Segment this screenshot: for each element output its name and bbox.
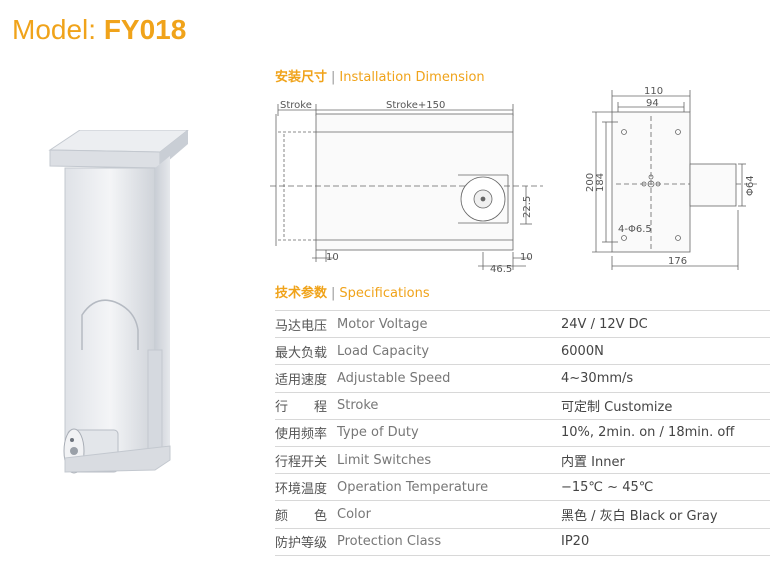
front-view-drawing: 110 94 200 184 4-Φ6.5 Φ64 176 — [585, 86, 760, 270]
spec-label-en: Color — [337, 500, 561, 528]
dim-10-right: 10 — [520, 252, 533, 263]
spec-label-cn: 使用频率 — [275, 418, 337, 447]
spec-value: 4~30mm/s — [561, 364, 770, 393]
dim-stroke-150: Stroke+150 — [386, 100, 445, 111]
dim-holes: 4-Φ6.5 — [618, 224, 652, 235]
spec-label-cn: 行程开关 — [275, 445, 337, 474]
installation-heading-en: Installation Dimension — [339, 70, 485, 85]
model-title: Model: FY018 — [12, 14, 186, 46]
dim-stroke: Stroke — [280, 100, 312, 111]
spec-label-en: Stroke — [337, 391, 561, 420]
spec-label-cn: 适用速度 — [275, 364, 337, 393]
spec-value: 可定制 Customize — [561, 391, 770, 420]
dim-10-left: 10 — [326, 252, 339, 263]
spec-label-en: Operation Temperature — [337, 473, 561, 501]
dim-94: 94 — [646, 98, 659, 109]
dim-110: 110 — [644, 86, 663, 97]
spec-label-en: Adjustable Speed — [337, 364, 561, 393]
side-view-drawing: Stroke Stroke+150 10 22.5 46.5 10 — [270, 100, 543, 275]
dim-176: 176 — [668, 256, 687, 267]
installation-heading-cn: 安装尺寸 — [275, 70, 328, 85]
spec-label-cn: 环境温度 — [275, 473, 337, 501]
spec-label-en: Load Capacity — [337, 337, 561, 365]
spec-label-en: Protection Class — [337, 527, 561, 556]
spec-label-cn: 最大负载 — [275, 337, 337, 365]
model-label: Model: — [12, 14, 97, 45]
spec-value: IP20 — [561, 527, 770, 556]
installation-heading: 安装尺寸|Installation Dimension — [275, 70, 485, 85]
spec-label-cn: 马达电压 — [275, 309, 337, 338]
dim-22-5: 22.5 — [522, 196, 533, 218]
spec-value: 黑色 / 灰白 Black or Gray — [561, 500, 770, 528]
spec-value: 内置 Inner — [561, 445, 770, 474]
spec-value: −15℃ ~ 45℃ — [561, 473, 770, 501]
spec-label-cn: 颜 色 — [275, 500, 337, 528]
spec-label-cn: 行 程 — [275, 391, 337, 420]
spec-value: 24V / 12V DC — [561, 309, 770, 338]
dim-46-5: 46.5 — [490, 264, 512, 275]
product-image — [48, 130, 189, 474]
spec-label-en: Type of Duty — [337, 418, 561, 447]
spec-label-cn: 防护等级 — [275, 527, 337, 556]
specifications-heading: 技术参数|Specifications — [275, 286, 430, 301]
model-code: FY018 — [103, 14, 187, 45]
dim-184: 184 — [595, 173, 606, 192]
dim-200: 200 — [585, 173, 596, 192]
specifications-heading-cn: 技术参数 — [275, 286, 328, 301]
spec-label-en: Motor Voltage — [337, 309, 561, 338]
spec-value: 10%, 2min. on / 18min. off — [561, 418, 770, 447]
spec-label-en: Limit Switches — [337, 445, 561, 474]
dim-dia64: Φ64 — [745, 175, 756, 196]
specifications-heading-en: Specifications — [339, 286, 430, 301]
spec-value: 6000N — [561, 337, 770, 365]
